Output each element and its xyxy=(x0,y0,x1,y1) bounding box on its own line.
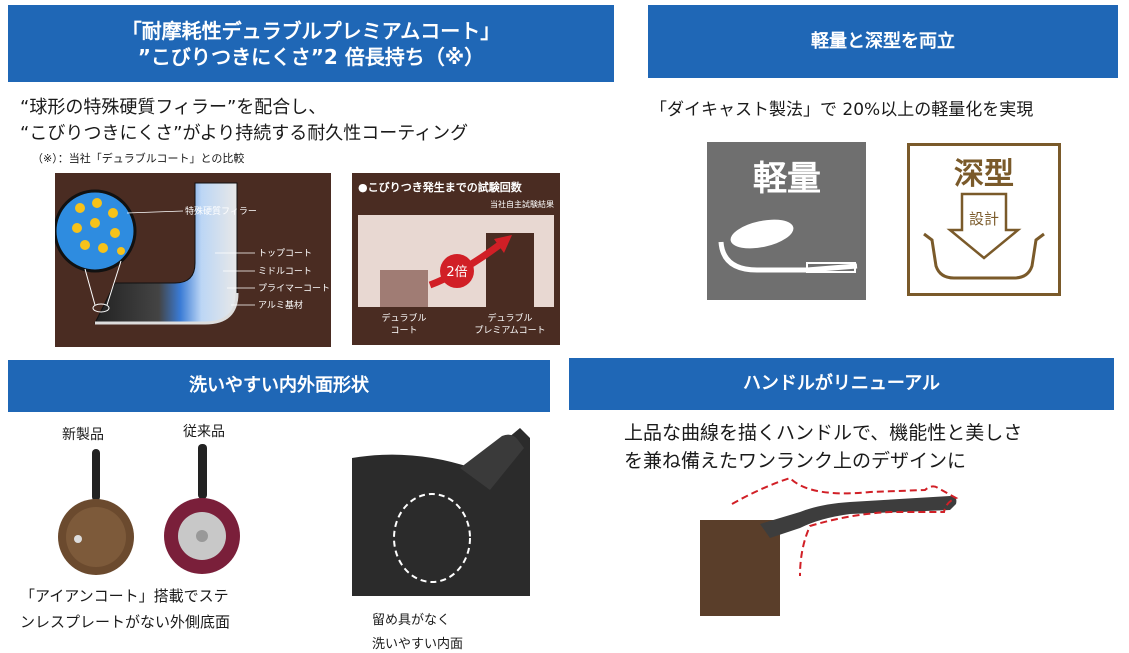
inside-desc-line2: 洗いやすい内面 xyxy=(372,637,464,652)
pan-inside-photo xyxy=(352,428,530,596)
label-aluminum-base: アルミ基材 xyxy=(258,299,303,311)
deep-design-icon: 深型 設計 xyxy=(907,143,1061,296)
old-pan-image xyxy=(160,440,255,578)
design-icon-label: 設計 xyxy=(969,210,999,228)
handle-desc-line1: 上品な曲線を描くハンドルで、機能性と美しさ xyxy=(624,422,1023,444)
handle-desc-line2: を兼ね備えたワンランク上のデザインに xyxy=(624,450,967,472)
light-deep-title: 軽量と深型を両立 xyxy=(811,30,955,52)
coating-layer-illustration: 特殊硬質フィラー トップコート ミドルコート プライマーコート アルミ基材 xyxy=(53,173,331,347)
chart-category-label-1: デュラブル xyxy=(381,312,426,324)
chart-2x-badge xyxy=(440,254,474,288)
handle-title: ハンドルがリニューアル xyxy=(742,373,941,395)
handle-banner: ハンドルがリニューアル xyxy=(569,358,1114,410)
coating-note: （※）：当社「デュラブルコート」との比較 xyxy=(32,152,245,165)
old-product-label: 従来品 xyxy=(183,424,225,440)
chart-bar-1 xyxy=(380,270,428,307)
chart-subtitle: 当社自主試験結果 xyxy=(490,199,554,209)
handle-photo xyxy=(700,468,978,616)
wash-desc-line2: ンレスプレートがない外側底面 xyxy=(20,613,231,631)
durability-test-chart: ●こびりつき発生までの試験回数 当社自主試験結果 デュラブルコートデュラブルプレ… xyxy=(352,173,560,345)
label-top-coat: トップコート xyxy=(258,248,312,259)
light-desc: 「ダイキャスト製法」で 20%以上の軽量化を実現 xyxy=(650,100,1034,120)
coating-title-line1: 「耐摩耗性デュラブルプレミアムコート」 xyxy=(121,18,501,43)
new-product-label: 新製品 xyxy=(62,427,104,443)
wash-title: 洗いやすい内外面形状 xyxy=(189,375,369,397)
label-middle-coat: ミドルコート xyxy=(258,267,312,277)
wash-desc-line1: 「アイアンコート」搭載でステ xyxy=(20,587,229,605)
wash-banner: 洗いやすい内外面形状 xyxy=(8,360,550,412)
label-primer-coat: プライマーコート xyxy=(258,283,330,294)
coating-desc-line1: “球形の特殊硬質フィラー”を配合し、 xyxy=(20,97,327,118)
chart-category-label-2: デュラブル xyxy=(487,312,532,324)
chart-category-label-2: プレミアムコート xyxy=(474,325,545,336)
chart-bar-2 xyxy=(486,233,534,307)
chart-category-label-1: コート xyxy=(390,326,417,336)
lightweight-icon: 軽量 xyxy=(707,142,866,300)
chart-arrow-head xyxy=(494,235,512,253)
label-filler: 特殊硬質フィラー xyxy=(185,205,257,217)
chart-title: ●こびりつき発生までの試験回数 xyxy=(358,180,523,194)
coating-title-line2: ”こびりつきにくさ”2 倍長持ち（※） xyxy=(137,44,485,69)
coating-banner: 「耐摩耗性デュラブルプレミアムコート」 ”こびりつきにくさ”2 倍長持ち（※） xyxy=(8,5,614,82)
inside-desc-line1: 留め具がなく xyxy=(372,613,451,628)
coating-desc-line2: “こびりつきにくさ”がより持続する耐久性コーティング xyxy=(20,123,469,144)
deep-icon-label: 深型 xyxy=(954,157,1014,192)
light-deep-banner: 軽量と深型を両立 xyxy=(648,5,1118,78)
new-pan-image xyxy=(48,443,148,578)
lightweight-icon-label: 軽量 xyxy=(753,159,821,199)
chart-2x-label: 2倍 xyxy=(446,265,467,280)
